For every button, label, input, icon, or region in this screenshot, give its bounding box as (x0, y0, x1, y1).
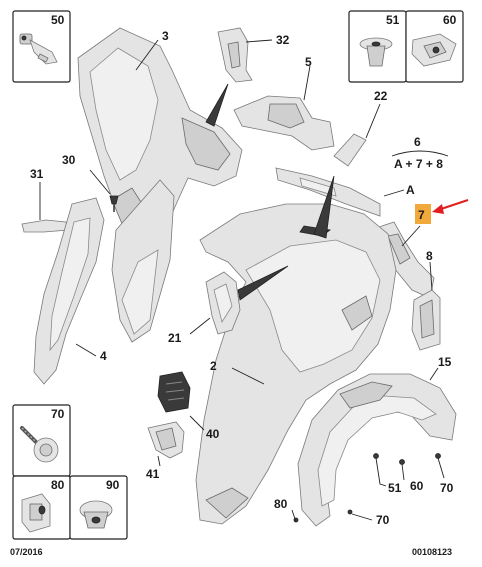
callout-60-bottom: 60 (410, 479, 424, 493)
callout-80-bottom: 80 (274, 497, 288, 511)
part-40-block: 40 (157, 371, 220, 441)
callout-6: 6 (414, 135, 421, 149)
pointer-A (313, 175, 335, 239)
callout-5: 5 (305, 55, 312, 69)
part-22-plate: 22 (333, 89, 388, 167)
clip-50-icon (19, 33, 58, 65)
callout-51-bottom: 51 (388, 481, 402, 495)
screw-70-icon (20, 426, 59, 463)
fastener-callouts-right: 51 60 70 80 70 (274, 453, 454, 527)
callout-30: 30 (62, 153, 76, 167)
callout-2: 2 (210, 359, 217, 373)
callout-31: 31 (30, 167, 44, 181)
callout-A: A (406, 183, 415, 197)
callout-7: 7 (418, 208, 425, 222)
footer-date: 07/2016 (10, 547, 43, 557)
inset-box-80-90: 80 90 (12, 475, 128, 540)
inset-box-51-60: 51 60 (348, 10, 464, 83)
callout-51-top: 51 (386, 13, 400, 27)
pointer-3 (205, 83, 229, 127)
callout-50: 50 (51, 13, 65, 27)
part-8-bracket: 8 (411, 249, 441, 351)
callout-3: 3 (162, 29, 169, 43)
callout-70-right: 70 (440, 481, 454, 495)
callout-80-box: 80 (51, 478, 65, 492)
footer-reference: 00108123 (412, 547, 452, 557)
callout-41: 41 (146, 467, 160, 481)
part-32-bracket: 32 (217, 27, 290, 83)
red-arrow-icon (432, 199, 469, 214)
callout-4: 4 (100, 349, 107, 363)
clip-60-icon (411, 33, 457, 67)
callout-90-box: 90 (106, 478, 120, 492)
inset-box-70: 70 (12, 404, 71, 477)
part-21-filler-housing: 21 (168, 265, 289, 345)
part-A-strip: A (275, 167, 415, 217)
callout-70-box: 70 (51, 407, 65, 421)
callout-8: 8 (426, 249, 433, 263)
part-41-clip: 41 (146, 421, 185, 481)
part-31-bracket: 31 (21, 167, 69, 233)
part-3-inner-panel: 3 (77, 27, 243, 343)
callout-6-formula: A + 7 + 8 (394, 157, 443, 171)
part-5-reinforcement: 5 (233, 55, 335, 151)
callout-32: 32 (276, 33, 290, 47)
legend-6: 6 A + 7 + 8 (391, 135, 449, 171)
inset-box-50: 50 (12, 10, 71, 83)
callout-15: 15 (438, 355, 452, 369)
part-2-quarter-panel: 2 (195, 203, 397, 525)
part-15-arch-liner: 15 (297, 355, 457, 527)
callout-22: 22 (374, 89, 388, 103)
part-4-reinforcement: 4 (33, 197, 107, 385)
callout-40: 40 (206, 427, 220, 441)
rivet-51-icon (359, 37, 393, 67)
callout-60-top: 60 (443, 13, 457, 27)
callout-21: 21 (168, 331, 182, 345)
nut-80-icon (21, 493, 51, 533)
nut-90-icon (79, 500, 113, 529)
callout-7-highlight: 7 (415, 199, 469, 224)
callout-70-bottom: 70 (376, 513, 390, 527)
part-30-screw: 30 (62, 153, 119, 212)
